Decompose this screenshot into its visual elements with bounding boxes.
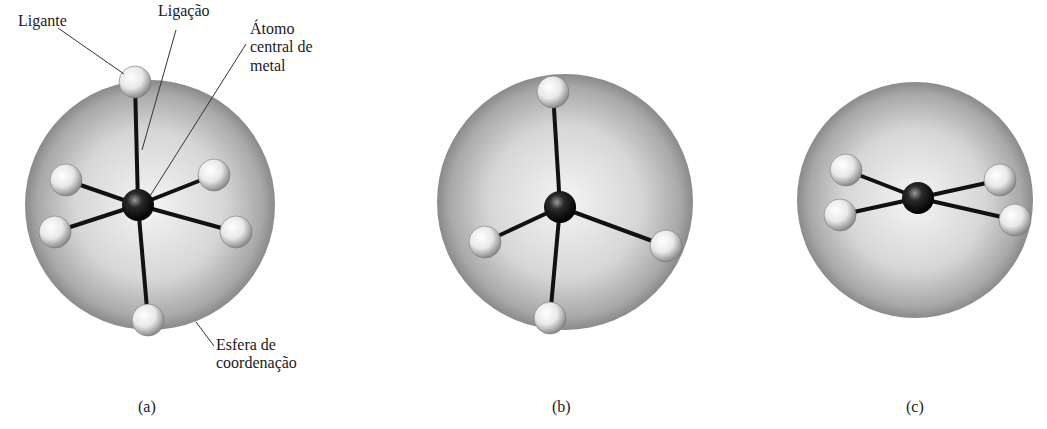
bond-line (135, 82, 138, 205)
ligand-ball (119, 66, 151, 98)
bond-line (138, 205, 148, 320)
coordination-complex (797, 82, 1033, 318)
leader-line (142, 30, 176, 150)
bond-line (560, 207, 666, 246)
part-label: Átomo central de metal (250, 20, 322, 75)
part-label: Ligação (158, 2, 210, 20)
part-label: Esfera de coordenação (216, 336, 316, 373)
metal-atom (122, 189, 154, 221)
ligand-ball (999, 204, 1031, 236)
ligand-ball (534, 302, 566, 334)
ligand-ball (650, 230, 682, 262)
part-label: Ligante (18, 12, 67, 30)
ligand-ball (39, 216, 71, 248)
bond-line (550, 207, 560, 318)
figure-label: (b) (552, 398, 571, 416)
leader-line (58, 28, 124, 74)
bond-line (553, 92, 560, 207)
ligand-ball (984, 164, 1016, 196)
ligand-ball (537, 76, 569, 108)
coordination-complex (25, 66, 275, 336)
ligand-ball (220, 216, 252, 248)
ligand-ball (132, 304, 164, 336)
figure-label: (a) (138, 398, 156, 416)
coordination-sphere (437, 74, 693, 330)
ligand-ball (50, 164, 82, 196)
coordination-complex (437, 74, 693, 334)
ligand-ball (469, 226, 501, 258)
coordination-sphere (25, 80, 275, 330)
coordination-sphere (797, 82, 1033, 318)
ligand-ball (830, 154, 862, 186)
ligand-ball (198, 159, 230, 191)
leader-line (150, 44, 246, 196)
metal-atom (544, 191, 576, 223)
leader-line (196, 322, 214, 346)
figure-label: (c) (906, 398, 924, 416)
ligand-ball (824, 199, 856, 231)
metal-atom (902, 182, 934, 214)
